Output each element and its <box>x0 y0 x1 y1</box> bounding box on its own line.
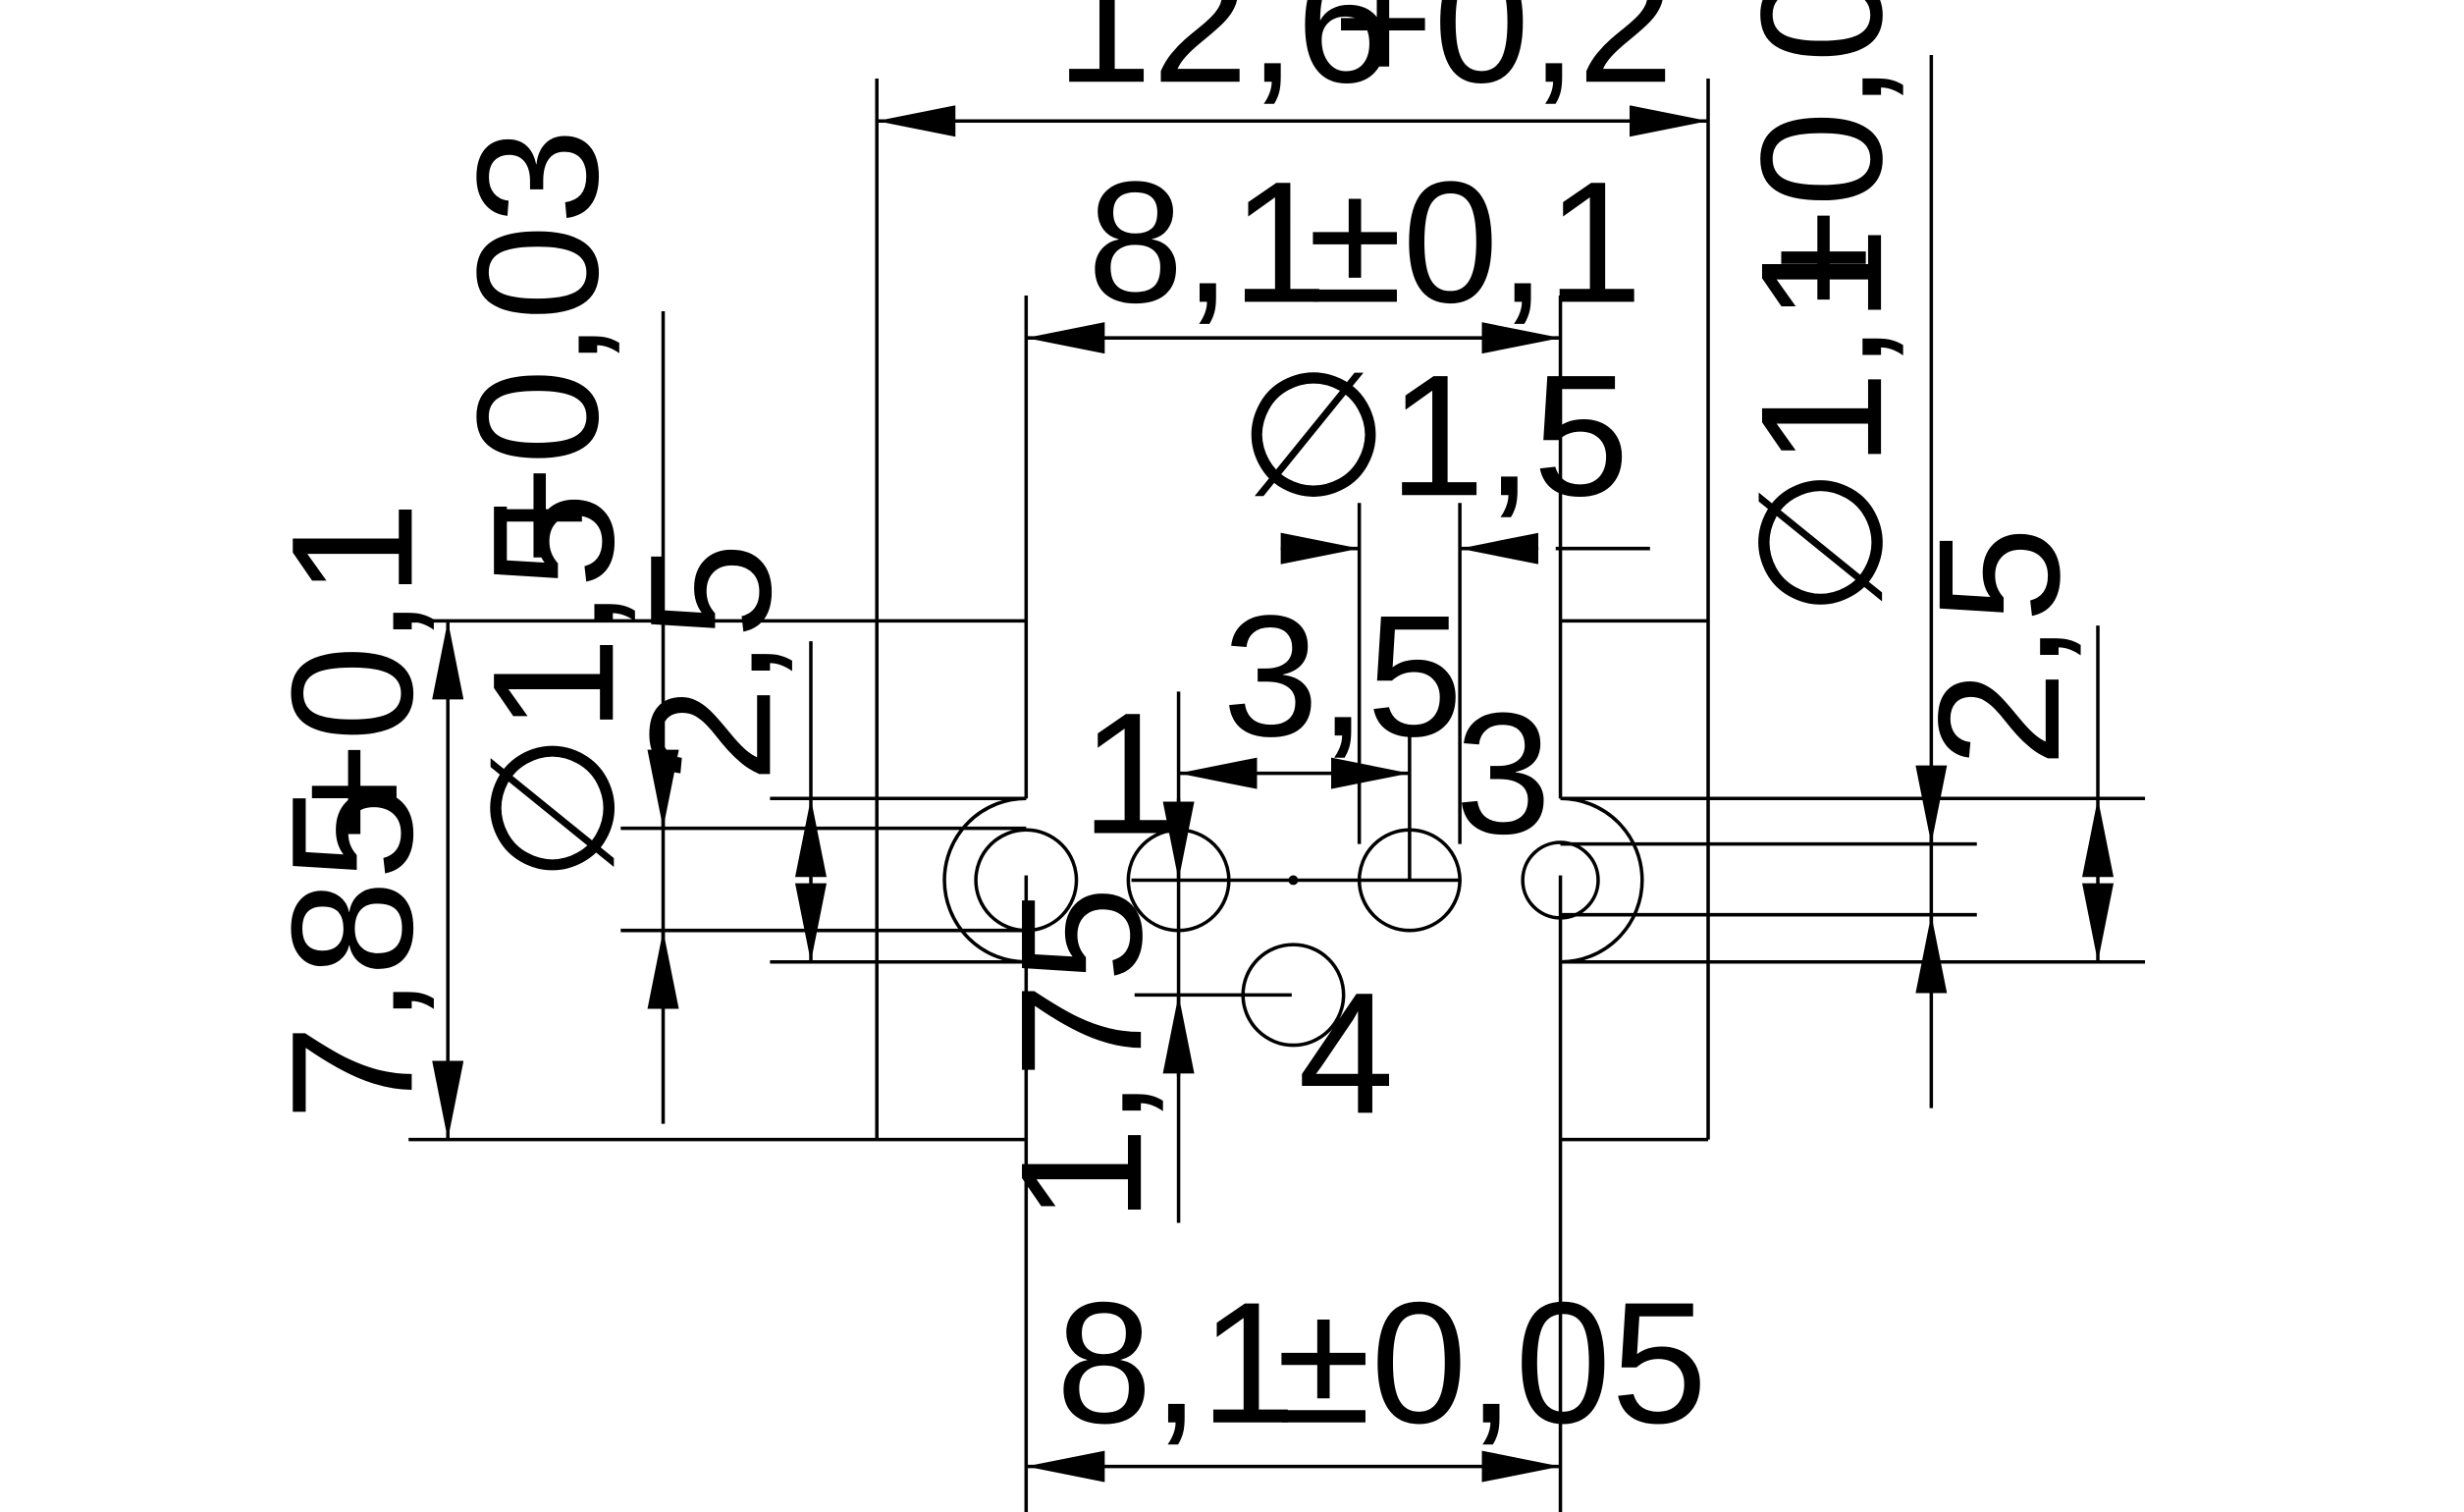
overall-width-tolerance: +0,2 <box>1332 0 1674 119</box>
left-height-tolerance: +0,1 <box>256 501 449 842</box>
right-slot-label: 2,5 <box>1903 526 2096 767</box>
holes <box>974 828 1600 1048</box>
bottom-width-tolerance: ±0,05 <box>1276 1268 1707 1460</box>
top-width-tolerance: ±0,1 <box>1308 146 1642 339</box>
overall-width-label: 12,6 <box>1056 0 1393 119</box>
pin-label-3: 3 <box>1455 677 1551 870</box>
dimension-labels: 12,6 +0,2 8,1 ±0,1 ∅1,5 8,1 ±0,05 3,5 1 … <box>256 0 2096 1460</box>
left-slot-label: 2,5 <box>615 542 807 783</box>
top-hole-diameter: ∅1,5 <box>1238 340 1629 532</box>
right-hole <box>1521 840 1600 920</box>
pin-label-1: 1 <box>1081 677 1177 870</box>
right-hole-diameter: ∅1,1 <box>1726 227 1918 618</box>
pin-pitch-label: 3,5 <box>1222 580 1463 773</box>
left-hole-tolerance: +0,03 <box>442 129 634 567</box>
top-width-label: 8,1 <box>1088 146 1328 339</box>
extension-lines <box>661 55 2100 1223</box>
pin-offset-label: 1,75 <box>986 887 1178 1223</box>
left-hole-diameter: ∅1,5 <box>457 493 650 884</box>
right-hole-tolerance: +0,03 <box>1726 0 1918 308</box>
left-hole <box>974 828 1079 933</box>
bottom-width-label: 8,1 <box>1056 1268 1297 1460</box>
dimension-arrows <box>432 105 2115 1483</box>
left-height-label: 7,85 <box>256 784 449 1121</box>
pin-label-4: 4 <box>1298 957 1394 1150</box>
